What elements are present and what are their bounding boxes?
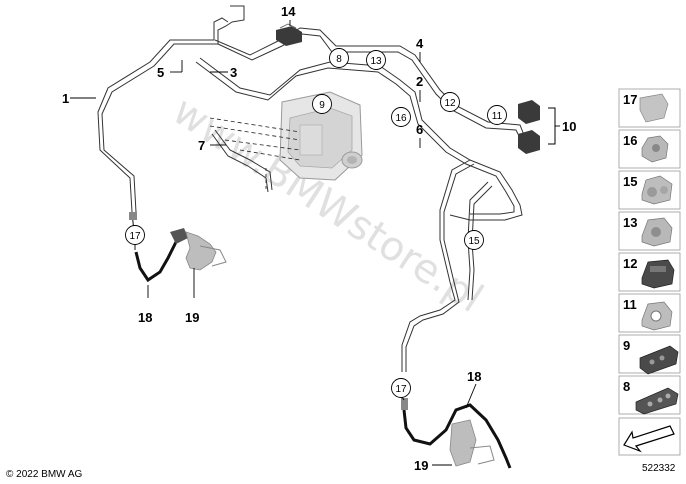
clip-14 [276, 23, 302, 46]
circle-label-13: 13 [366, 50, 386, 70]
part-labels: 1 5 3 14 4 2 6 7 10 18 19 18 19 [62, 4, 576, 473]
part-label-4: 4 [416, 36, 424, 51]
right-hose-assembly [401, 398, 512, 469]
sidebar-item-12[interactable]: 12 [618, 252, 681, 292]
part-label-18-right: 18 [467, 369, 481, 384]
part-label-3: 3 [230, 65, 237, 80]
svg-text:17: 17 [623, 92, 637, 107]
part-label-19-right: 19 [414, 458, 428, 473]
part-label-18-left: 18 [138, 310, 152, 325]
part-label-7: 7 [198, 138, 205, 153]
part-label-6: 6 [416, 122, 423, 137]
hydraulic-unit [279, 91, 363, 181]
circle-label-12: 12 [440, 92, 460, 112]
leader-lines [70, 20, 560, 466]
svg-text:9: 9 [319, 100, 325, 111]
svg-text:16: 16 [623, 133, 637, 148]
sidebar-item-16[interactable]: 16 [618, 129, 681, 169]
parts-sidebar: 17 16 15 13 12 [618, 88, 681, 456]
svg-text:15: 15 [468, 236, 480, 247]
circle-label-15: 15 [464, 230, 484, 250]
navigation-arrow-box[interactable] [618, 417, 681, 456]
part-label-14: 14 [281, 4, 296, 19]
part-label-1: 1 [62, 91, 69, 106]
svg-text:16: 16 [395, 113, 407, 124]
clip-10 [518, 100, 556, 154]
svg-text:12: 12 [444, 98, 456, 109]
part-label-5: 5 [157, 65, 164, 80]
diagram-number: 522332 [642, 463, 676, 474]
sidebar-item-15[interactable]: 15 [618, 170, 681, 210]
svg-text:11: 11 [623, 297, 637, 312]
svg-text:13: 13 [370, 56, 382, 67]
left-hose-assembly [129, 211, 227, 283]
sidebar-item-8[interactable]: 8 [618, 375, 681, 415]
svg-text:17: 17 [129, 231, 141, 242]
svg-text:11: 11 [492, 111, 503, 122]
svg-text:9: 9 [623, 338, 630, 353]
circle-label-17-left: 17 [125, 225, 145, 245]
svg-text:15: 15 [623, 174, 637, 189]
circle-label-11: 11 [487, 105, 507, 125]
sidebar-item-9[interactable]: 9 [618, 334, 681, 375]
back-arrow-icon [623, 425, 675, 453]
circle-label-9: 9 [312, 94, 332, 114]
part-label-10: 10 [562, 119, 576, 134]
circle-label-8: 8 [329, 48, 349, 68]
sidebar-item-17[interactable]: 17 [618, 88, 681, 128]
circled-labels: 8 13 9 12 16 11 17 15 [125, 48, 507, 398]
sidebar-item-13[interactable]: 13 [618, 211, 681, 251]
circle-label-17-right: 17 [391, 378, 411, 398]
sidebar-item-11[interactable]: 11 [618, 293, 681, 333]
svg-text:12: 12 [623, 256, 637, 271]
copyright-text: © 2022 BMW AG [6, 469, 83, 480]
svg-text:8: 8 [623, 379, 630, 394]
circle-label-16: 16 [391, 107, 411, 127]
part-label-2: 2 [416, 74, 423, 89]
svg-text:17: 17 [395, 384, 407, 395]
part-label-19-left: 19 [185, 310, 199, 325]
svg-text:8: 8 [336, 54, 342, 65]
svg-text:13: 13 [623, 215, 637, 230]
